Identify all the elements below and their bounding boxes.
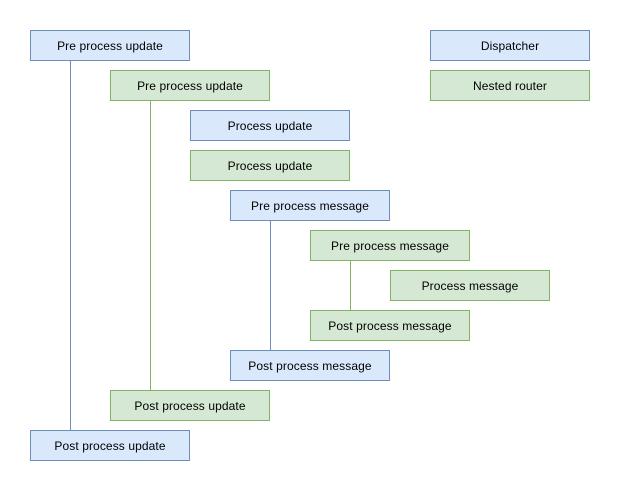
node-label: Pre process message — [251, 198, 369, 213]
connector-n6-n8 — [350, 261, 351, 310]
node-label: Process update — [227, 118, 313, 133]
connector-n5-n9 — [270, 221, 271, 350]
node-label: Post process message — [328, 318, 452, 333]
node-label: Post process update — [134, 398, 246, 413]
node-label: Pre process update — [137, 78, 243, 93]
node-post-process-update-nested-router[interactable]: Post process update — [110, 390, 270, 421]
node-label: Post process update — [54, 438, 166, 453]
node-pre-process-update-nested-router[interactable]: Pre process update — [110, 70, 270, 101]
legend-item-nested-router: Nested router — [430, 70, 590, 101]
node-process-message-nested-router[interactable]: Process message — [390, 270, 550, 301]
node-label: Pre process update — [57, 38, 163, 53]
legend-item-label: Dispatcher — [480, 38, 540, 53]
node-process-update-nested-router[interactable]: Process update — [190, 150, 350, 181]
node-post-process-update-dispatcher[interactable]: Post process update — [30, 430, 190, 461]
node-pre-process-message-dispatcher[interactable]: Pre process message — [230, 190, 390, 221]
legend-item-dispatcher: Dispatcher — [430, 30, 590, 61]
node-process-update-dispatcher[interactable]: Process update — [190, 110, 350, 141]
node-label: Pre process message — [331, 238, 449, 253]
node-post-process-message-nested-router[interactable]: Post process message — [310, 310, 470, 341]
node-pre-process-message-nested-router[interactable]: Pre process message — [310, 230, 470, 261]
node-pre-process-update-dispatcher[interactable]: Pre process update — [30, 30, 190, 61]
connector-n1-n11 — [70, 61, 71, 430]
node-post-process-message-dispatcher[interactable]: Post process message — [230, 350, 390, 381]
node-label: Post process message — [248, 358, 372, 373]
connector-n2-n10 — [150, 101, 151, 390]
node-label: Process update — [227, 158, 313, 173]
node-label: Process message — [421, 278, 519, 293]
legend-item-label: Nested router — [472, 78, 547, 93]
